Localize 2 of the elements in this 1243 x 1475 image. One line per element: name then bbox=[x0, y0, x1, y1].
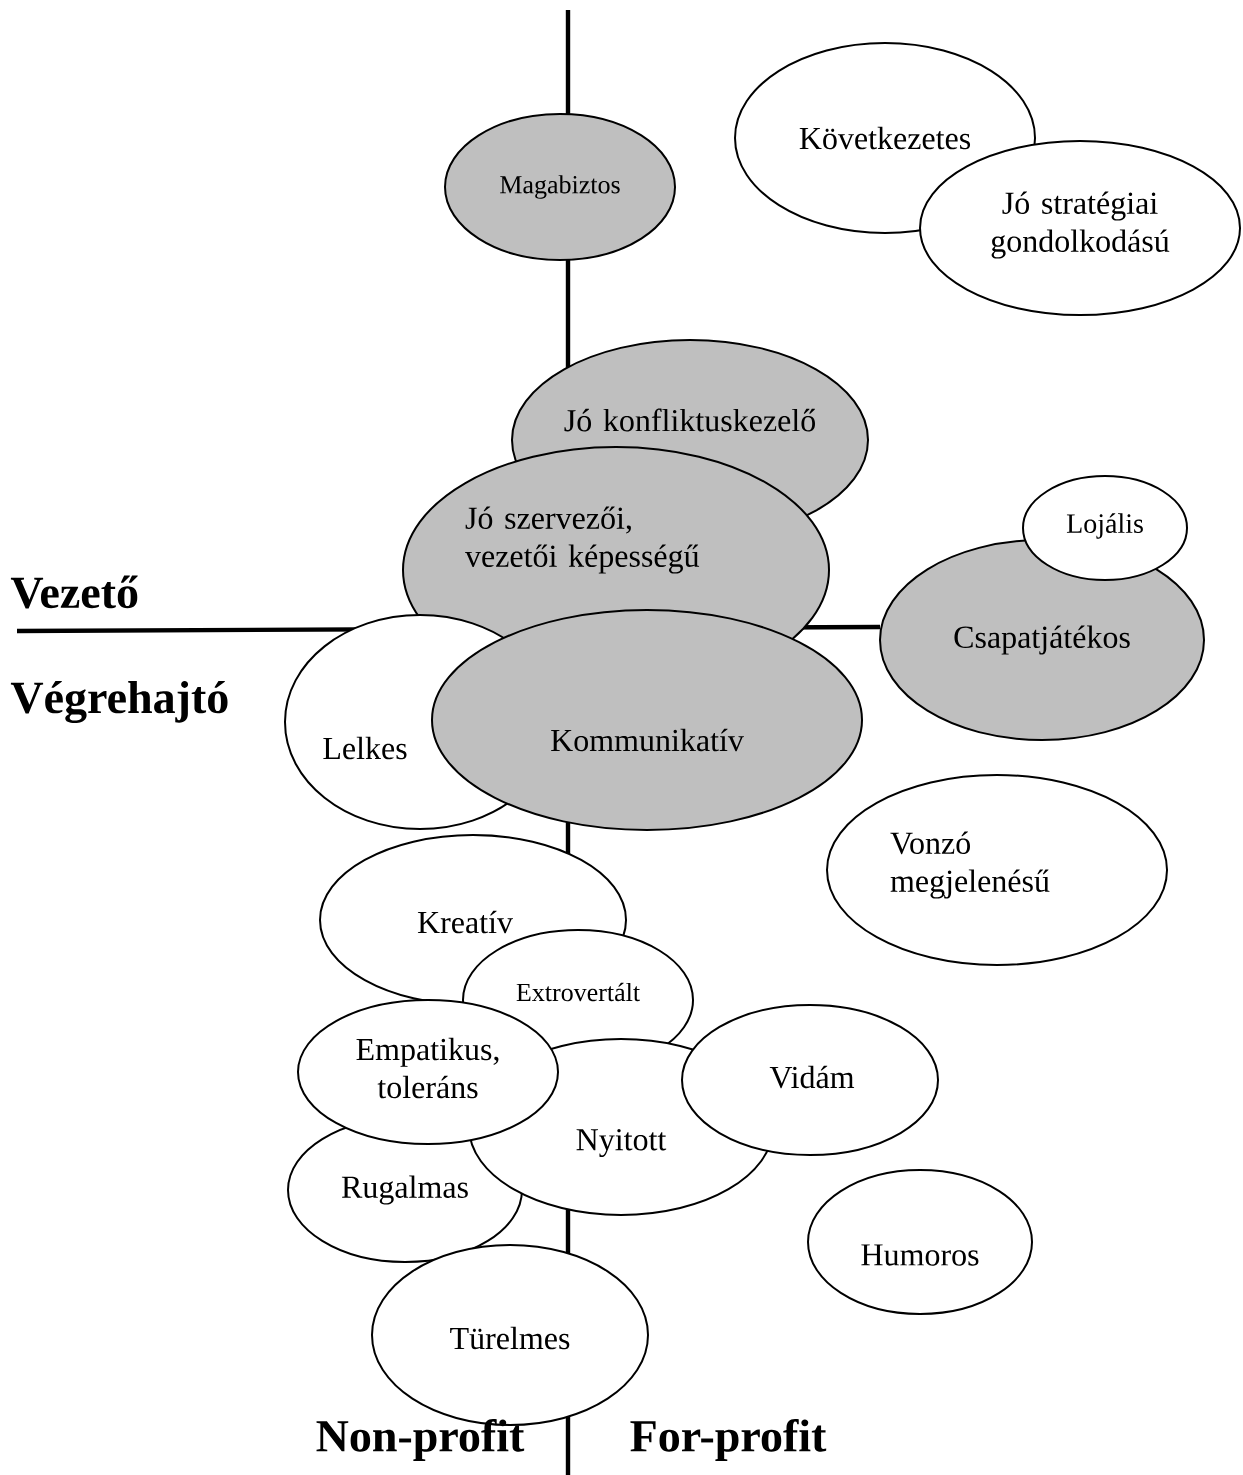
axis-label: Vezető bbox=[10, 575, 138, 609]
axis-label: Végrehajtó bbox=[10, 680, 228, 724]
